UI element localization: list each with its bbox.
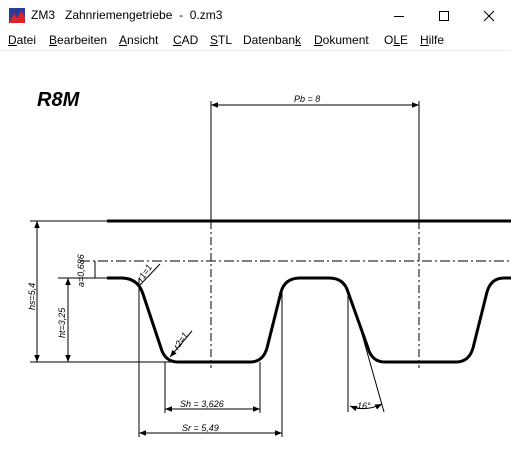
r2-label: r2=1 bbox=[171, 330, 190, 351]
angle-arc bbox=[349, 403, 383, 412]
angle-flank-ext bbox=[357, 319, 385, 413]
r1-leader bbox=[139, 263, 161, 286]
close-icon bbox=[483, 10, 494, 21]
menu-hilfe[interactable]: Hilfe bbox=[420, 33, 445, 47]
menu-bearbeiten[interactable]: Bearbeiten bbox=[49, 33, 108, 47]
menu-stl[interactable]: STL bbox=[210, 33, 233, 47]
profile-title: R8M bbox=[37, 89, 81, 111]
menu-datenbank[interactable]: Datenbank bbox=[243, 33, 302, 47]
app-logo-icon bbox=[9, 8, 25, 23]
menu-ansicht[interactable]: Ansicht bbox=[119, 33, 159, 47]
close-button[interactable] bbox=[466, 0, 511, 31]
minimize-icon bbox=[393, 15, 404, 17]
a-label: a=0,686 bbox=[76, 254, 86, 287]
sr-label: Sr = 5,49 bbox=[182, 423, 219, 433]
pb-label: Pb = 8 bbox=[294, 94, 320, 104]
window-title: ZM3 Zahnriemengetriebe - 0.zm3 bbox=[31, 8, 223, 22]
title-bar[interactable]: ZM3 Zahnriemengetriebe - 0.zm3 bbox=[0, 0, 511, 31]
menu-ole[interactable]: OLE bbox=[384, 33, 409, 47]
r2-leader bbox=[169, 330, 193, 358]
angle-label: 16° bbox=[357, 401, 371, 411]
menu-bar: Datei Bearbeiten Ansicht CAD STL Datenba… bbox=[0, 31, 511, 51]
hs-label: hs=5,4 bbox=[27, 283, 37, 310]
ht-label: ht=3,25 bbox=[57, 307, 67, 338]
menu-dokument[interactable]: Dokument bbox=[314, 33, 369, 47]
belt-profile-drawing: R8M Pb = 8 hs=5,4 ht=3,25 bbox=[27, 89, 511, 437]
sh-label: Sh = 3,626 bbox=[180, 399, 224, 409]
maximize-icon bbox=[438, 10, 449, 21]
menu-datei[interactable]: Datei bbox=[8, 33, 37, 47]
menu-cad[interactable]: CAD bbox=[173, 33, 199, 47]
belt-tooth-profile bbox=[107, 276, 511, 364]
maximize-button[interactable] bbox=[421, 0, 466, 31]
drawing-canvas[interactable]: R8M Pb = 8 hs=5,4 ht=3,25 bbox=[0, 51, 511, 462]
minimize-button[interactable] bbox=[376, 0, 421, 31]
